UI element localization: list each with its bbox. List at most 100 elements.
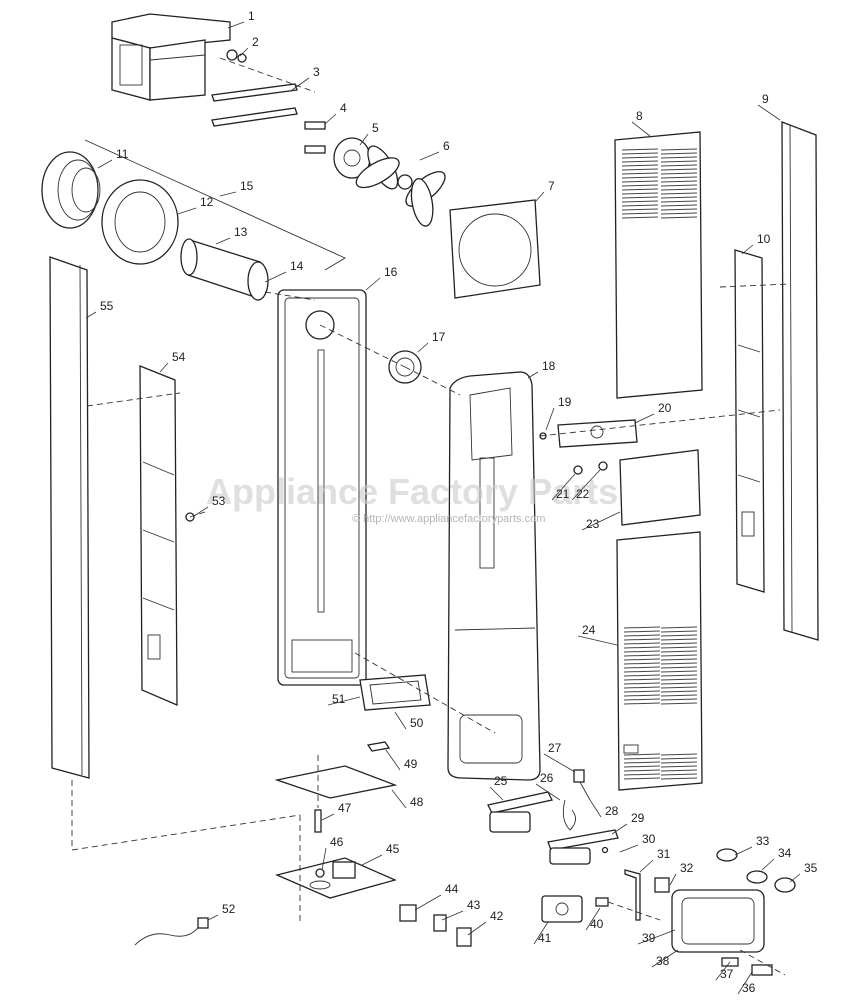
grille-slat — [660, 769, 698, 772]
callout-leader-21 — [551, 473, 576, 501]
grille-slat — [660, 192, 698, 195]
callout-label-35: 35 — [804, 861, 818, 875]
callout-label-42: 42 — [490, 909, 504, 923]
part-29-burner — [547, 829, 619, 865]
part-32-gasket — [654, 877, 670, 893]
callout-leader-13 — [215, 237, 231, 245]
part-11-coil — [41, 151, 101, 229]
callout-label-16: 16 — [384, 265, 398, 279]
part-45-bottom-plate — [274, 857, 397, 899]
part-41-gas-valve — [541, 895, 583, 923]
callout-label-17: 17 — [432, 330, 446, 344]
part-8-upper-grille-panel — [614, 131, 703, 399]
part-44-bracket — [399, 904, 417, 922]
callout-label-11: 11 — [116, 147, 129, 161]
callout-label-28: 28 — [605, 804, 619, 818]
callout-leader-38 — [651, 949, 679, 968]
callout-leader-22 — [571, 469, 601, 501]
grille-slat — [660, 212, 698, 215]
part-48-tray — [274, 765, 398, 799]
part-49-plate — [366, 741, 391, 752]
part-2-bushing — [226, 49, 247, 63]
grille-slat — [660, 176, 698, 179]
grille-slat — [660, 148, 698, 151]
grille-slat — [660, 160, 698, 163]
part-1-top-housing — [111, 13, 231, 101]
callout-label-44: 44 — [445, 882, 459, 896]
part-14-tube-end — [247, 261, 269, 301]
part-38-base-frame — [671, 889, 765, 953]
callout-label-8: 8 — [636, 109, 643, 123]
callout-leader-8 — [631, 121, 651, 137]
grille-slat — [623, 654, 661, 657]
grille-slat — [621, 168, 659, 171]
callout-label-4: 4 — [340, 101, 347, 115]
grille-slat — [623, 634, 661, 637]
grille-slat — [623, 765, 661, 768]
part-52-plug — [197, 917, 209, 929]
grille-slat — [660, 650, 698, 653]
part-25-burner — [487, 791, 553, 833]
grille-slat — [660, 196, 698, 199]
callout-label-21: 21 — [556, 487, 570, 501]
part-27-switch — [573, 769, 585, 783]
callout-leader-12 — [177, 207, 197, 215]
callout-label-24: 24 — [582, 623, 596, 637]
callout-label-55: 55 — [100, 299, 114, 313]
callout-leader-42 — [467, 921, 487, 936]
grille-slat — [660, 670, 698, 673]
callout-leader-24 — [577, 635, 618, 646]
callout-leader-50 — [394, 711, 407, 730]
part-20-burner-bracket — [557, 419, 638, 448]
grille-slat — [623, 698, 661, 701]
grille-slat — [623, 646, 661, 649]
grille-slat — [623, 674, 661, 677]
part-24-lower-grille-panel — [616, 531, 703, 791]
callout-leader-1 — [227, 21, 245, 29]
callout-leader-30 — [619, 844, 639, 853]
part-34-gasket — [746, 870, 768, 884]
callout-label-48: 48 — [410, 795, 424, 809]
grille-slat — [623, 630, 661, 633]
part-36-label — [751, 964, 773, 976]
grille-slat — [623, 666, 661, 669]
grille-slat — [660, 168, 698, 171]
callout-leader-2 — [239, 47, 249, 57]
callout-label-15: 15 — [240, 179, 254, 193]
callout-leader-36 — [737, 971, 753, 995]
grille-slat — [660, 674, 698, 677]
grille-slat — [660, 216, 698, 219]
grille-slat — [660, 630, 698, 633]
grille-slat — [660, 678, 698, 681]
grille-slat — [660, 694, 698, 697]
grille-slat — [621, 204, 659, 207]
callout-leader-3 — [291, 77, 310, 91]
callout-leader-6 — [419, 151, 440, 161]
part-40-connector — [595, 897, 609, 907]
grille-slat — [660, 626, 698, 629]
grille-slat — [621, 176, 659, 179]
callout-leader-51 — [327, 696, 361, 706]
part-23-access-panel — [619, 449, 701, 526]
grille-slat — [623, 694, 661, 697]
callout-label-26: 26 — [540, 771, 554, 785]
grille-slat — [623, 670, 661, 673]
grille-slat — [621, 164, 659, 167]
callout-label-45: 45 — [386, 842, 400, 856]
copyright-text: © http://www.appliancefactoryparts.com — [352, 513, 545, 525]
grille-slat — [621, 180, 659, 183]
callout-label-25: 25 — [494, 774, 508, 788]
grille-slat — [660, 698, 698, 701]
grille-slat — [621, 156, 659, 159]
watermark-text: Appliance Factory Parts — [206, 471, 618, 512]
grille-slat — [621, 172, 659, 175]
callout-leader-32 — [669, 873, 677, 886]
callout-leader-5 — [359, 133, 369, 146]
grille-slat — [621, 192, 659, 195]
part-10-side-brace — [734, 249, 765, 593]
grille-slat — [660, 642, 698, 645]
callout-label-50: 50 — [410, 716, 424, 730]
callout-label-13: 13 — [234, 225, 248, 239]
grille-slat — [621, 200, 659, 203]
